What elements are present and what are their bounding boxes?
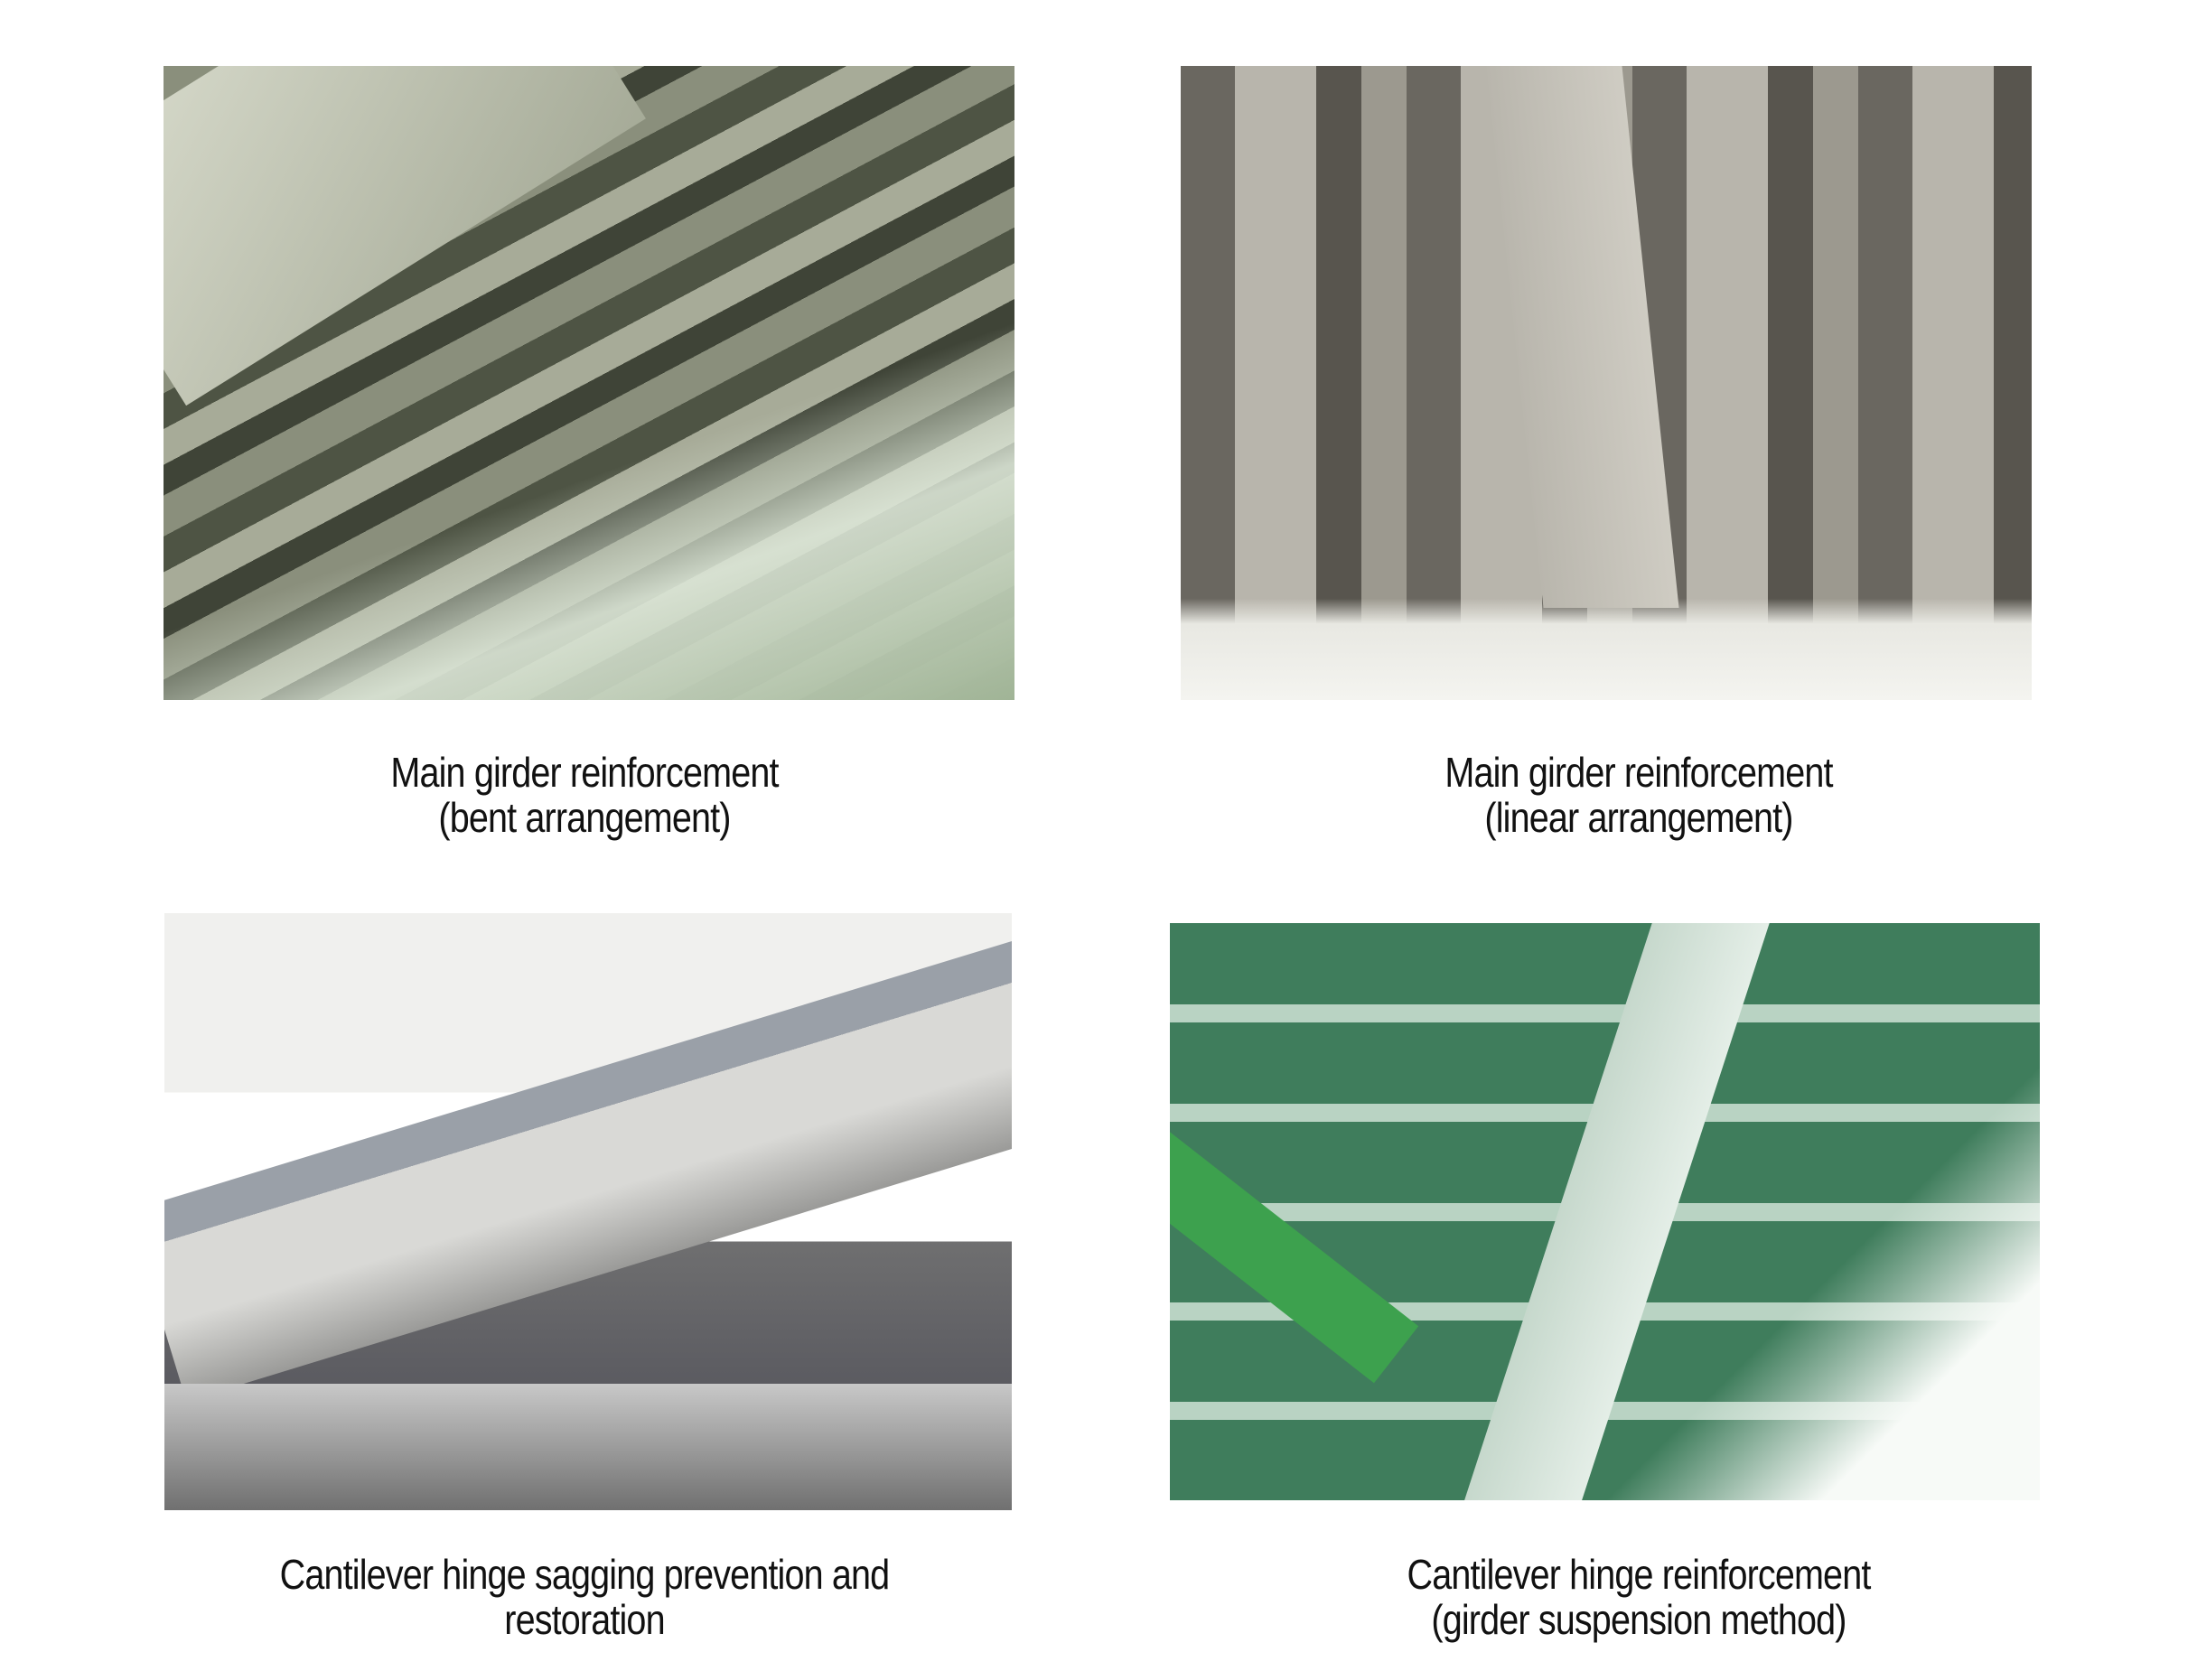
caption-line: restoration [504,1596,665,1643]
caption-line: Cantilever hinge reinforcement [1407,1551,1872,1598]
caption-line: Cantilever hinge sagging prevention and [279,1551,891,1598]
bridge-girder [164,920,1012,1402]
caption-cantilever-hinge-suspension: Cantilever hinge reinforcement (girder s… [1250,1552,2027,1642]
bridge-beam [1446,923,1770,1500]
caption-main-girder-bent: Main girder reinforcement (bent arrangem… [196,750,973,840]
street-scene [164,1384,1012,1510]
caption-line: (linear arrangement) [1484,794,1793,841]
bridge-beam [1486,66,1679,608]
caption-line: (girder suspension method) [1431,1596,1846,1643]
photo-cantilever-hinge-suspension [1170,923,2040,1500]
bridge-deck [164,66,646,406]
caption-line: Main girder reinforcement [1444,749,1833,796]
photo-main-girder-bent [164,66,1014,700]
photo-cantilever-hinge-sagging [164,913,1012,1510]
caption-cantilever-hinge-sagging: Cantilever hinge sagging prevention and … [196,1552,973,1642]
caption-line: Main girder reinforcement [390,749,779,796]
side-girder [1170,1104,1419,1384]
caption-line: (bent arrangement) [438,794,731,841]
photo-main-girder-linear [1181,66,2032,700]
caption-main-girder-linear: Main girder reinforcement (linear arrang… [1250,750,2027,840]
